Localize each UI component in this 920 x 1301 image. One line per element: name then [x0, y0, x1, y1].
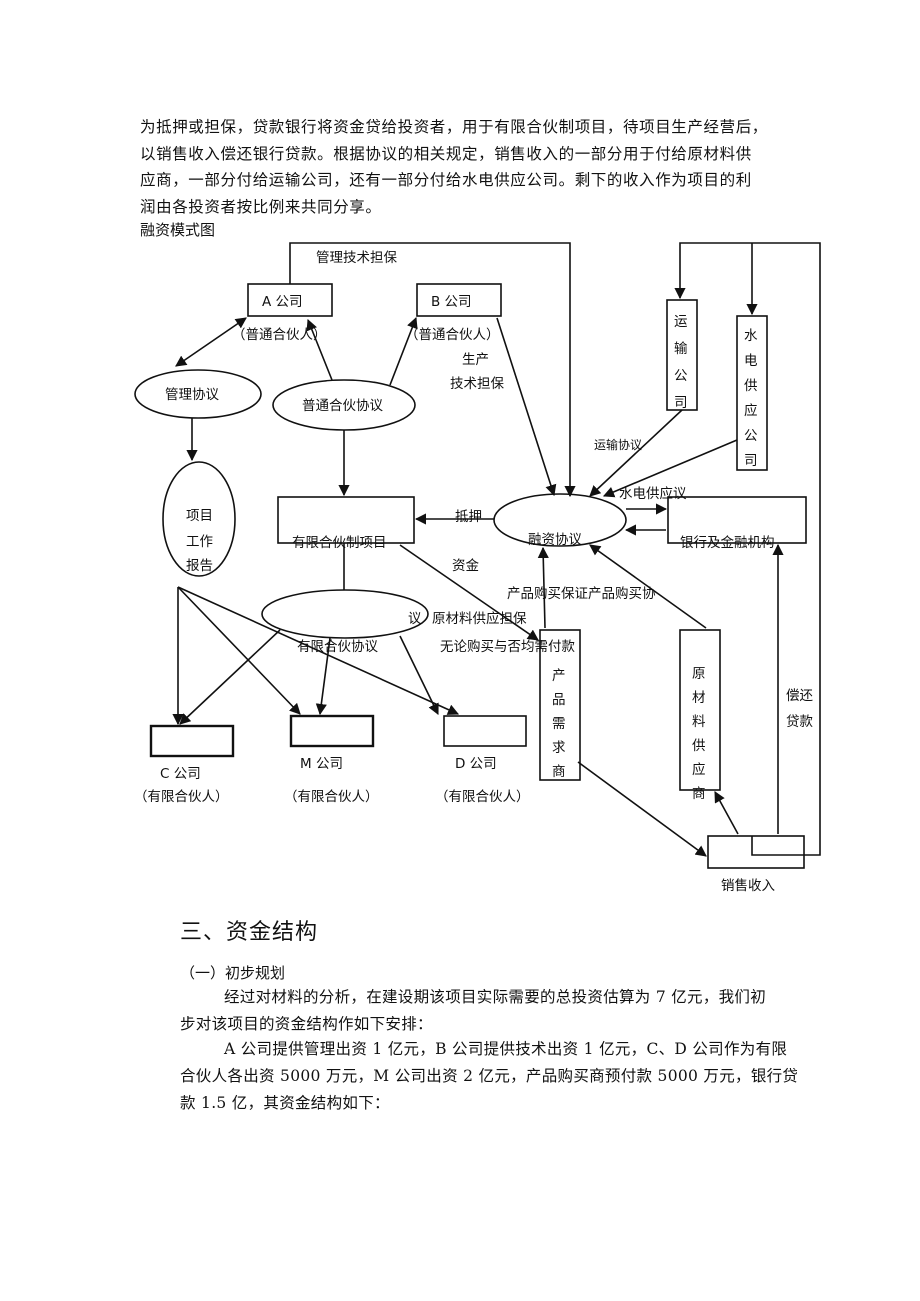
- a-role-label: （普通合伙人）: [232, 327, 327, 343]
- financing-model-diagram: A 公司 （普通合伙人） B 公司 （普通合伙人） 管理协议 普通合伙协议 项目…: [134, 242, 821, 894]
- utility-company-label: 水电供应公司: [744, 328, 758, 469]
- c-role-label: （有限合伙人）: [134, 789, 229, 805]
- subsection-heading: （一）初步规划: [180, 964, 286, 982]
- product-guarantee-label: 产品购买保证产品购买协: [507, 586, 656, 602]
- financing-agreement-label: 融资协议: [528, 532, 582, 548]
- raw-char: 原: [692, 666, 706, 682]
- gp-agreement-label: 普通合伙协议: [302, 398, 383, 414]
- intro-paragraph: 为抵押或担保，贷款银行将资金贷给投资者，用于有限合伙制项目，待项目生产经营后， …: [140, 114, 810, 220]
- report-label-1: 项目: [186, 508, 213, 524]
- transport-agreement-label: 运输协议: [594, 437, 642, 452]
- b-company-box: [416, 283, 502, 317]
- utility-char: 水: [744, 328, 758, 344]
- mgmt-agreement-ellipse: [134, 369, 262, 419]
- section3-paragraph-2: A 公司提供管理出资 1 亿元，B 公司提供技术出资 1 亿元，C、D 公司作为…: [180, 1036, 805, 1117]
- intro-line-4: 润由各投资者按比例来共同分享。: [140, 197, 382, 216]
- a-company-label: A 公司: [262, 294, 303, 310]
- demand-box: [539, 629, 581, 781]
- p2-line-1: A 公司提供管理出资 1 亿元，B 公司提供技术出资 1 亿元，C、D 公司作为…: [224, 1040, 788, 1058]
- mgmt-agreement-label: 管理协议: [165, 387, 219, 403]
- raw-char: 料: [692, 714, 706, 730]
- diagram-caption: 融资模式图: [140, 221, 216, 239]
- p1-line-1: 经过对材料的分析，在建设期该项目实际需要的总投资估算为 7 亿元，我们初: [224, 988, 767, 1006]
- raw-guarantee-label: 原材料供应担保: [432, 610, 527, 627]
- m-role-label: （有限合伙人）: [284, 789, 379, 805]
- p2-line-3: 款 1.5 亿，其资金结构如下：: [180, 1094, 390, 1112]
- repay-label-2: 贷款: [786, 714, 814, 730]
- raw-box: [679, 629, 721, 791]
- intro-line-2: 以销售收入偿还银行贷款。根据协议的相关规定，销售收入的一部分用于付给原材料供: [140, 144, 752, 163]
- mgmt-tech-guarantee-label: 管理技术担保: [316, 250, 397, 266]
- utility-agreement-label: 水电供应议: [619, 485, 687, 502]
- prod-tech-label-1: 生产: [462, 352, 489, 368]
- utility-char: 电: [744, 353, 758, 369]
- lp-agreement-label: 有限合伙协议: [297, 639, 378, 655]
- pay-regardless-label: 无论购买与否均需付款: [440, 639, 575, 655]
- report-ellipse: [162, 461, 236, 577]
- m-company-label: M 公司: [300, 756, 343, 772]
- transport-company-label: 运输公司: [674, 314, 688, 411]
- lp-project-box: [277, 496, 415, 544]
- report-label-2: 工作: [186, 534, 213, 550]
- prod-tech-label-2: 技术担保: [450, 376, 504, 392]
- demand-char: 需: [552, 716, 566, 732]
- intro-line-3: 应商，一部分付给运输公司，还有一部分付给水电供应公司。剩下的收入作为项目的利: [140, 171, 752, 189]
- demand-char: 品: [552, 692, 566, 708]
- sales-box: [707, 835, 805, 869]
- lp-project-label: 有限合伙制项目: [292, 535, 387, 551]
- section-heading: 三、资金结构: [180, 920, 319, 945]
- sales-revenue-label: 销售收入: [721, 878, 775, 894]
- transport-char: 公: [674, 368, 688, 384]
- demand-char: 求: [552, 740, 566, 756]
- raw-char: 商: [692, 786, 706, 802]
- transport-char: 输: [674, 341, 688, 357]
- p2-line-2: 合伙人各出资 5000 万元，M 公司出资 2 亿元，产品购买商预付款 5000…: [180, 1067, 799, 1085]
- m-company-box: [289, 714, 375, 748]
- d-role-label: （有限合伙人）: [435, 789, 530, 805]
- report-label-3: 报告: [186, 558, 213, 574]
- funds-label: 资金: [452, 558, 479, 574]
- c-company-label: C 公司: [160, 766, 201, 782]
- raw-char: 供: [692, 738, 706, 754]
- bank-box: [667, 496, 807, 544]
- lp-agreement-ellipse: [261, 589, 429, 639]
- utility-char: 应: [744, 402, 758, 419]
- c-company-box: [149, 724, 235, 758]
- demand-char: 商: [552, 764, 566, 780]
- repay-label-1: 偿还: [786, 688, 814, 704]
- bank-label: 银行及金融机构: [680, 535, 775, 551]
- yi-label: 议: [408, 611, 422, 627]
- d-company-label: D 公司: [455, 756, 497, 772]
- p1-line-2: 步对该项目的资金结构作如下安排：: [180, 1015, 433, 1033]
- mortgage-label: 抵押: [455, 509, 482, 525]
- utility-char: 供: [744, 378, 758, 394]
- utility-char: 公: [744, 428, 758, 444]
- demand-char: 产: [552, 668, 566, 684]
- d-company-box: [443, 715, 527, 747]
- raw-char: 应: [692, 761, 706, 778]
- b-role-label: （普通合伙人）: [405, 327, 500, 343]
- utility-char: 司: [744, 453, 758, 469]
- section3-paragraph-1: 经过对材料的分析，在建设期该项目实际需要的总投资估算为 7 亿元，我们初 步对该…: [180, 984, 805, 1038]
- intro-line-1: 为抵押或担保，贷款银行将资金贷给投资者，用于有限合伙制项目，待项目生产经营后，: [140, 118, 768, 136]
- utility-box: [736, 315, 768, 471]
- raw-char: 材: [692, 690, 706, 706]
- transport-char: 运: [674, 314, 688, 330]
- b-company-label: B 公司: [431, 294, 472, 310]
- transport-char: 司: [674, 395, 688, 411]
- financing-ellipse: [493, 493, 627, 547]
